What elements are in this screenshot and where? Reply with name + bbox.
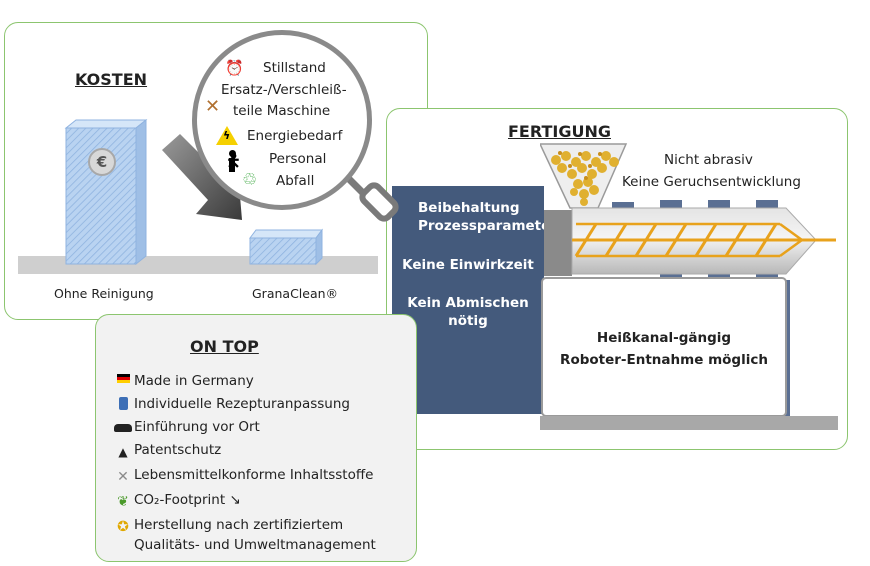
cost-block-ohne-reinigung — [64, 118, 148, 266]
graduation-cap-icon: ▲ — [118, 445, 128, 459]
ontop-list: Made in Germany Individuelle Rezepturanp… — [112, 372, 376, 559]
list-item: Qualitäts- und Umweltmanagement — [134, 537, 376, 553]
box-line-1: Heißkanal-gängig — [596, 330, 732, 346]
person-figure — [226, 150, 238, 172]
cost-block-granaclean — [249, 228, 323, 266]
lab-bottle-icon — [112, 395, 134, 410]
recycle-icon: ♲ — [242, 170, 258, 190]
mag-item-ersatz: Ersatz-/Verschleiß- — [221, 82, 347, 98]
label-einwirkzeit: Keine Einwirkzeit — [402, 257, 534, 273]
fertigung-note-1: Nicht abrasiv — [664, 152, 753, 168]
list-item: ❦ CO₂-Footprint ↘ — [112, 491, 376, 511]
list-item: ▲ Patentschutz — [112, 441, 376, 461]
label-granaclean: GranaClean® — [252, 286, 339, 301]
mag-item-teile-maschine: teile Maschine — [233, 103, 331, 119]
mag-item-stillstand: Stillstand — [263, 60, 326, 76]
mag-item-energiebedarf: Energiebedarf — [247, 128, 343, 144]
injection-molding-machine — [540, 143, 838, 430]
mag-item-personal: Personal — [269, 151, 327, 167]
magnifier-lens — [192, 30, 372, 210]
blue-panel — [392, 186, 544, 414]
fertigung-note-2: Keine Geruchsentwicklung — [622, 174, 801, 190]
kosten-title: KOSTEN — [75, 70, 148, 89]
medal-icon: ✪ — [117, 519, 129, 535]
box-line-2: Roboter-Entnahme möglich — [560, 352, 768, 368]
alarm-clock-icon: ⏰ — [225, 59, 244, 77]
list-item: Individuelle Rezepturanpassung — [112, 395, 376, 413]
ontop-card — [95, 314, 417, 562]
ontop-title: ON TOP — [190, 337, 259, 356]
label-abmischen: Kein Abmischen nötig — [407, 295, 529, 329]
label-prozessparameter: Beibehaltung Prozessparameter — [418, 200, 557, 234]
warning-electric-icon — [216, 126, 238, 145]
lightning-glyph: ϟ — [223, 129, 231, 142]
list-item: ✪ Herstellung nach zertifiziertem — [112, 516, 376, 536]
list-item: Made in Germany — [112, 372, 376, 390]
seedling-icon: ❦ — [117, 494, 129, 510]
euro-icon: € — [88, 148, 116, 176]
car-icon — [112, 418, 134, 432]
mag-item-abfall: Abfall — [276, 173, 315, 189]
magnifier-handle — [344, 174, 399, 222]
list-item: Einführung vor Ort — [112, 418, 376, 436]
label-ohne-reinigung: Ohne Reinigung — [54, 286, 154, 301]
fork-knife-icon: ✕ — [117, 469, 129, 485]
tools-icon: ✕ — [205, 96, 221, 117]
list-item: ✕ Lebensmittelkonforme Inhaltsstoffe — [112, 466, 376, 486]
decrease-arrow-icon — [162, 134, 242, 220]
german-flag-icon — [112, 372, 134, 383]
fertigung-title: FERTIGUNG — [508, 122, 611, 141]
